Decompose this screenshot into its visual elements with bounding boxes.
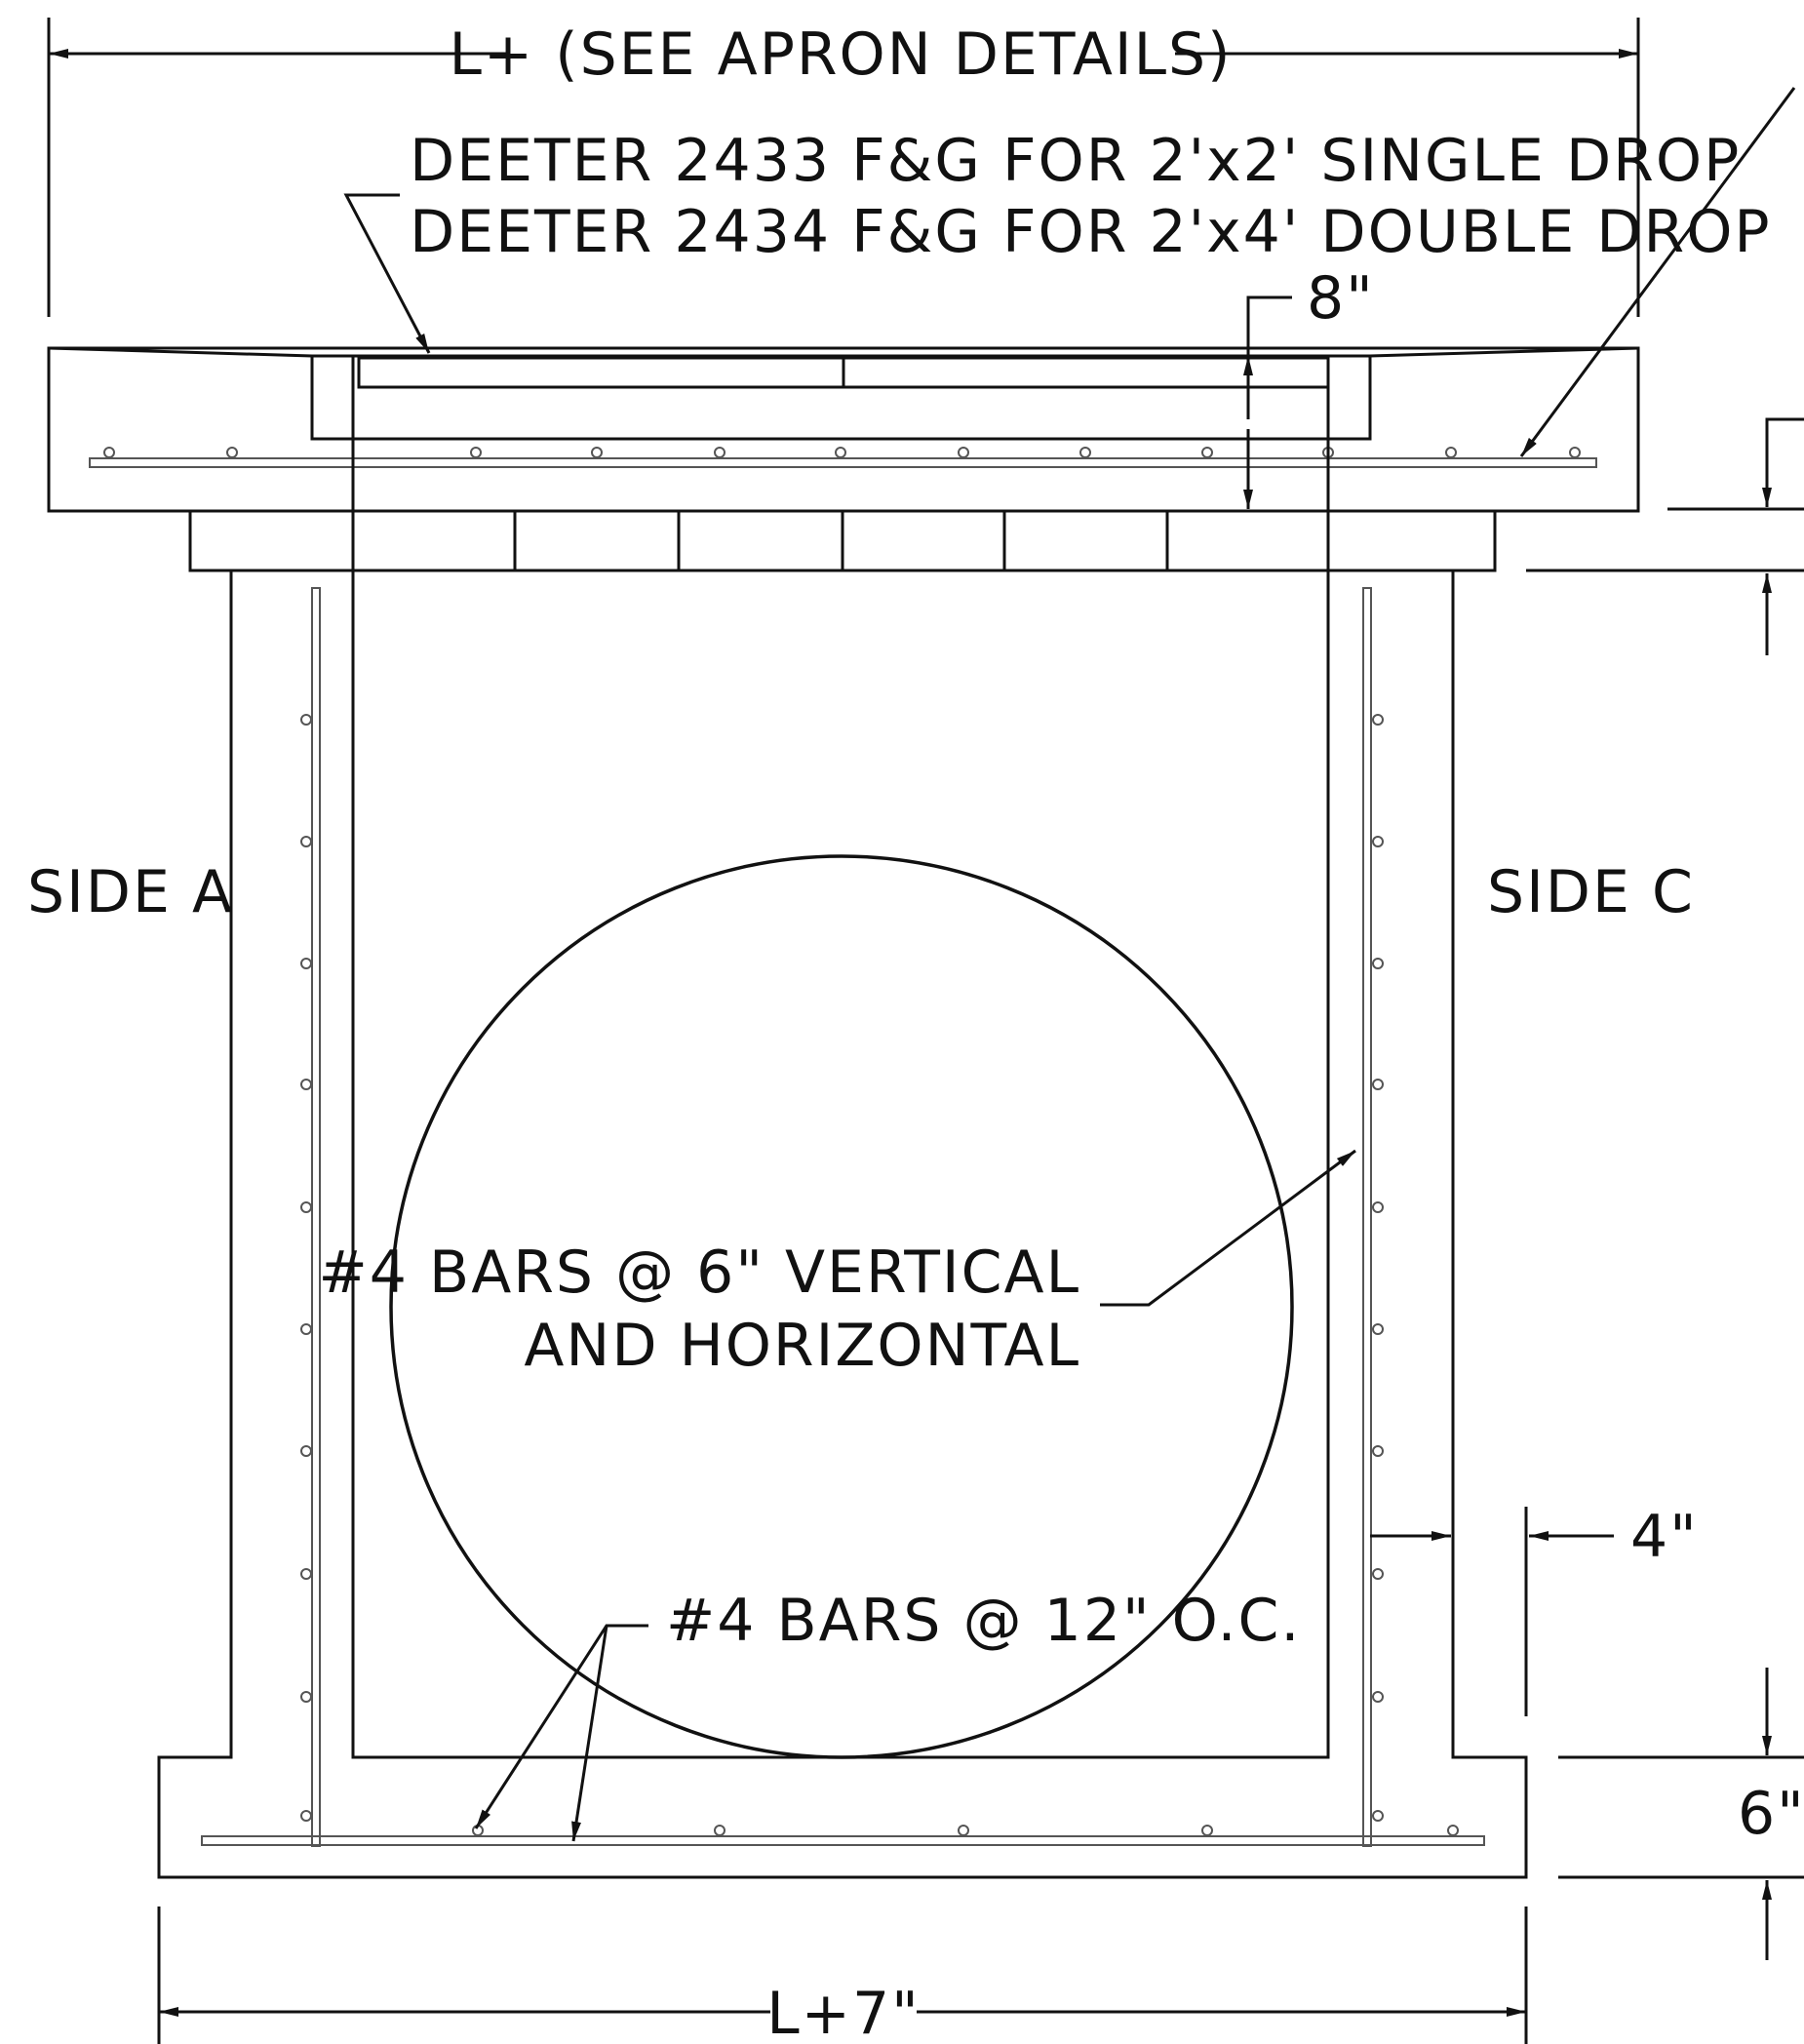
base-thickness-label: 6": [1738, 1780, 1804, 1848]
rebar-dot: [300, 958, 312, 969]
top-slab-thickness-label: 8": [1307, 264, 1375, 333]
rebar-dot: [1372, 1323, 1384, 1335]
rebar-dot: [300, 1445, 312, 1457]
bottom-dimension-label: L+7": [766, 1980, 920, 2044]
wall-thickness-dim: [1370, 1507, 1614, 1716]
wall-bars-note-line-1: #4 BARS @ 6" VERTICAL: [319, 1238, 1080, 1307]
rebar-dot: [1447, 1825, 1459, 1836]
rebar-dot: [714, 447, 726, 458]
grate-bar-left: [357, 356, 845, 389]
grate-leader: [343, 193, 431, 354]
rebar-dot: [103, 447, 115, 458]
rebar-dot: [470, 447, 482, 458]
inner-chamber: [351, 356, 1330, 1759]
rebar-dot: [1372, 1810, 1384, 1822]
grade-ring-course: [188, 509, 1497, 572]
rebar-dot: [1079, 447, 1091, 458]
bottom-dimension: [157, 1906, 1528, 2044]
grate-frame: [310, 354, 1372, 441]
base-bars-leader: [474, 1624, 648, 1842]
rebar-dot: [1372, 1568, 1384, 1580]
top-slab: [47, 346, 1640, 513]
base-thickness-dim: [1558, 1668, 1804, 1960]
base-bars-leader-line: [474, 1624, 648, 1829]
rebar-dot: [1201, 1825, 1213, 1836]
top-slab-rebar: [89, 457, 1597, 468]
wall-bars-note-line-2: AND HORIZONTAL: [524, 1312, 1080, 1380]
rebar-dot: [1372, 1201, 1384, 1213]
top-slab-rebar-dots: [103, 447, 1581, 458]
right-top-dim-leader: [1762, 417, 1804, 507]
base-rebar: [201, 1835, 1485, 1846]
rebar-dot: [300, 1201, 312, 1213]
top-slab-outline: [47, 346, 1640, 513]
top-slab-rebar-leader: [1519, 87, 1796, 457]
top-slab-thickness-leader: [1246, 295, 1292, 371]
top-dimension: [47, 18, 1640, 317]
top-slab-slope-left: [48, 346, 313, 358]
top-slab-slope-right: [1369, 346, 1639, 358]
rebar-dot: [300, 1691, 312, 1703]
top-dimension-label: L+ (SEE APRON DETAILS): [449, 20, 1232, 89]
rebar-dot: [1445, 447, 1457, 458]
side-c-label: SIDE C: [1487, 858, 1695, 926]
side-a-label: SIDE A: [27, 858, 234, 926]
grate-note-line-1: DEETER 2433 F&G FOR 2'x2' SINGLE DROP: [410, 127, 1741, 195]
wall-thickness-label: 4": [1630, 1503, 1699, 1571]
rebar-dot: [1372, 714, 1384, 726]
base-bars-leader-line-2: [571, 1625, 608, 1842]
rebar-dot: [1372, 836, 1384, 847]
wall-bars-leader: [1100, 1149, 1356, 1307]
rebar-dot: [300, 1568, 312, 1580]
rebar-dot: [591, 447, 603, 458]
wall-rebar: [201, 587, 1485, 1847]
rebar-dot: [714, 1825, 726, 1836]
top-slab-thickness-dim: [1243, 295, 1292, 509]
rebar-dot: [1569, 447, 1581, 458]
wall-rebar-right: [1362, 587, 1372, 1847]
rebar-dot: [300, 1323, 312, 1335]
structure-outer-profile: [157, 570, 1528, 1879]
pipe-opening: [389, 854, 1294, 1759]
wall-rebar-dots: [300, 714, 1459, 1836]
rebar-dot: [1372, 1445, 1384, 1457]
rebar-dot: [226, 447, 238, 458]
grate-note-line-2: DEETER 2434 F&G FOR 2'x4' DOUBLE DROP: [410, 198, 1772, 266]
right-top-dims: [1526, 417, 1804, 655]
rebar-dot: [300, 1079, 312, 1090]
rebar-dot: [958, 1825, 969, 1836]
rebar-dot: [300, 836, 312, 847]
rebar-dot: [1372, 958, 1384, 969]
rebar-dot: [958, 447, 969, 458]
base-bars-note: #4 BARS @ 12" O.C.: [666, 1587, 1302, 1655]
rebar-dot: [1372, 1691, 1384, 1703]
rebar-dot: [1201, 447, 1213, 458]
rebar-dot: [835, 447, 846, 458]
grate-bar-right: [842, 356, 1330, 389]
rebar-dot: [300, 1810, 312, 1822]
rebar-dot: [300, 714, 312, 726]
rebar-dot: [1372, 1079, 1384, 1090]
wall-rebar-left: [311, 587, 321, 1847]
